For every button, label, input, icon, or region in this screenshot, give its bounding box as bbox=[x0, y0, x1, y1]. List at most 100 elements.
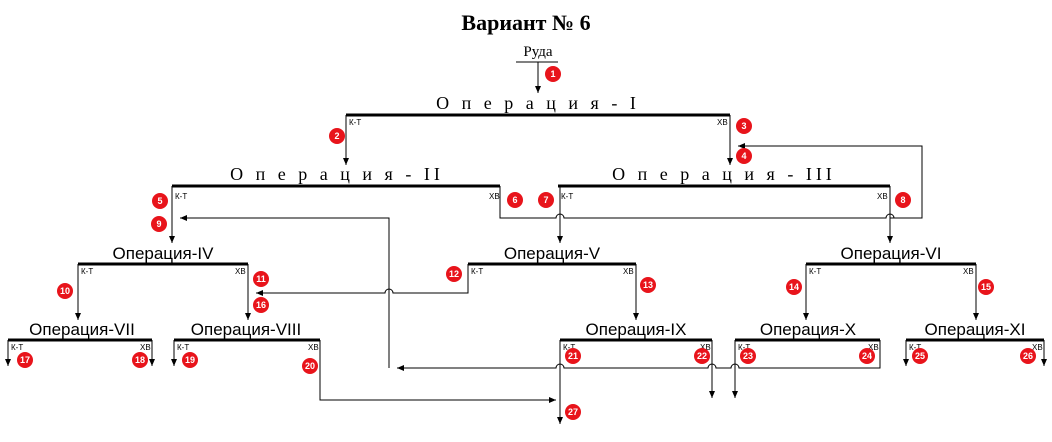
stream-marker-number: 2 bbox=[334, 131, 339, 141]
stream-marker-circle bbox=[152, 193, 168, 209]
kt-tag: К-Т bbox=[81, 267, 93, 276]
xv-tag: ХВ bbox=[235, 267, 246, 276]
stream-marker-circle bbox=[302, 358, 318, 374]
stream-marker-circle bbox=[538, 192, 554, 208]
stream-marker-17: 17 bbox=[17, 352, 33, 368]
stream-marker-7: 7 bbox=[538, 192, 554, 208]
stream-marker-25: 25 bbox=[912, 348, 928, 364]
stream-marker-9: 9 bbox=[151, 216, 167, 232]
stream-marker-number: 16 bbox=[256, 300, 266, 310]
operation-bars bbox=[8, 113, 1044, 342]
stream-20 bbox=[319, 340, 556, 403]
stream-marker-circle bbox=[565, 404, 581, 420]
kt-tag: К-Т bbox=[471, 267, 483, 276]
stream-marker-circle bbox=[1020, 348, 1036, 364]
stream-marker-number: 11 bbox=[256, 274, 266, 284]
kt-tag: К-Т bbox=[11, 343, 23, 352]
stream-marker-number: 6 bbox=[512, 195, 517, 205]
stream-marker-number: 25 bbox=[915, 351, 925, 361]
stream-marker-10: 10 bbox=[57, 283, 73, 299]
stream-marker-11: 11 bbox=[253, 271, 269, 287]
stream-marker-number: 7 bbox=[543, 195, 548, 205]
stream-marker-number: 14 bbox=[789, 282, 799, 292]
stream-marker-number: 3 bbox=[741, 121, 746, 131]
op7-label: Операция-VII bbox=[29, 320, 135, 339]
stream-marker-19: 19 bbox=[182, 352, 198, 368]
stream-marker-number: 20 bbox=[305, 361, 315, 371]
op10-label: Операция-X bbox=[760, 320, 856, 339]
kt-tag: К-Т bbox=[809, 267, 821, 276]
stream-marker-16: 16 bbox=[253, 297, 269, 313]
xv-tag: ХВ bbox=[308, 343, 319, 352]
xv-tag: ХВ bbox=[1032, 343, 1043, 352]
xv-tag: ХВ bbox=[963, 267, 974, 276]
kt-tag: К-Т bbox=[175, 192, 187, 201]
stream-marker-14: 14 bbox=[786, 279, 802, 295]
op6-label: Операция-VI bbox=[841, 244, 942, 263]
stream-marker-4: 4 bbox=[736, 148, 752, 164]
xv-tag: ХВ bbox=[717, 118, 728, 127]
stream-marker-8: 8 bbox=[895, 192, 911, 208]
xv-tag: ХВ bbox=[700, 343, 711, 352]
stream-marker-3: 3 bbox=[736, 118, 752, 134]
stream-marker-number: 27 bbox=[568, 407, 578, 417]
stream-marker-number: 18 bbox=[135, 355, 145, 365]
stream-marker-23: 23 bbox=[740, 348, 756, 364]
stream-marker-number: 15 bbox=[981, 282, 991, 292]
stream-marker-12: 12 bbox=[446, 266, 462, 282]
stream-marker-circle bbox=[912, 348, 928, 364]
stream-marker-number: 12 bbox=[449, 269, 459, 279]
kt-tag: К-Т bbox=[909, 343, 921, 352]
stream-marker-number: 19 bbox=[185, 355, 195, 365]
stream-marker-number: 9 bbox=[156, 219, 161, 229]
stream-marker-number: 26 bbox=[1023, 351, 1033, 361]
stream-marker-circle bbox=[565, 348, 581, 364]
op5-label: Операция-V bbox=[504, 244, 601, 263]
op3-label: О п е р а ц и я - III bbox=[612, 164, 836, 184]
xv-tag: ХВ bbox=[623, 267, 634, 276]
op1-label: О п е р а ц и я - I bbox=[436, 93, 640, 113]
stream-marker-circle bbox=[253, 271, 269, 287]
stream-marker-number: 1 bbox=[550, 69, 555, 79]
stream-marker-circle bbox=[740, 348, 756, 364]
stream-marker-number: 24 bbox=[862, 351, 872, 361]
stream-marker-number: 10 bbox=[60, 286, 70, 296]
stream-marker-18: 18 bbox=[132, 352, 148, 368]
kt-tag: К-Т bbox=[349, 118, 361, 127]
stream-marker-22: 22 bbox=[694, 348, 710, 364]
diagram-title: Вариант № 6 bbox=[461, 10, 590, 35]
op9-label: Операция-IX bbox=[586, 320, 687, 339]
stream-9-return bbox=[180, 215, 390, 368]
stream-12 bbox=[256, 264, 469, 296]
flow-lines bbox=[5, 115, 1047, 424]
stream-marker-1: 1 bbox=[545, 66, 561, 82]
stream-marker-number: 21 bbox=[568, 351, 578, 361]
xv-tag: ХВ bbox=[868, 343, 879, 352]
stream-6 bbox=[499, 186, 895, 219]
stream-marker-circle bbox=[446, 266, 462, 282]
stream-marker-circle bbox=[694, 348, 710, 364]
stream-marker-24: 24 bbox=[859, 348, 875, 364]
stream-marker-13: 13 bbox=[640, 277, 656, 293]
stream-marker-circle bbox=[329, 128, 345, 144]
stream-marker-number: 22 bbox=[697, 351, 707, 361]
op11-label: Операция-XI bbox=[925, 320, 1026, 339]
stream-marker-circle bbox=[895, 192, 911, 208]
op8-label: Операция-VIII bbox=[191, 320, 301, 339]
stream-marker-circle bbox=[736, 118, 752, 134]
kt-tag: К-Т bbox=[563, 343, 575, 352]
stream-marker-circle bbox=[545, 66, 561, 82]
stream-marker-number: 13 bbox=[643, 280, 653, 290]
stream-marker-26: 26 bbox=[1020, 348, 1036, 364]
stream-marker-number: 5 bbox=[157, 196, 162, 206]
ore-label: Руда bbox=[523, 44, 553, 60]
op2-label: О п е р а ц и я - II bbox=[230, 164, 444, 184]
stream-marker-15: 15 bbox=[978, 279, 994, 295]
xv-tag: ХВ bbox=[140, 343, 151, 352]
stream-marker-circle bbox=[640, 277, 656, 293]
stream-marker-number: 8 bbox=[900, 195, 905, 205]
stream-marker-circle bbox=[151, 216, 167, 232]
stream-marker-circle bbox=[859, 348, 875, 364]
xv-tag: ХВ bbox=[489, 192, 500, 201]
